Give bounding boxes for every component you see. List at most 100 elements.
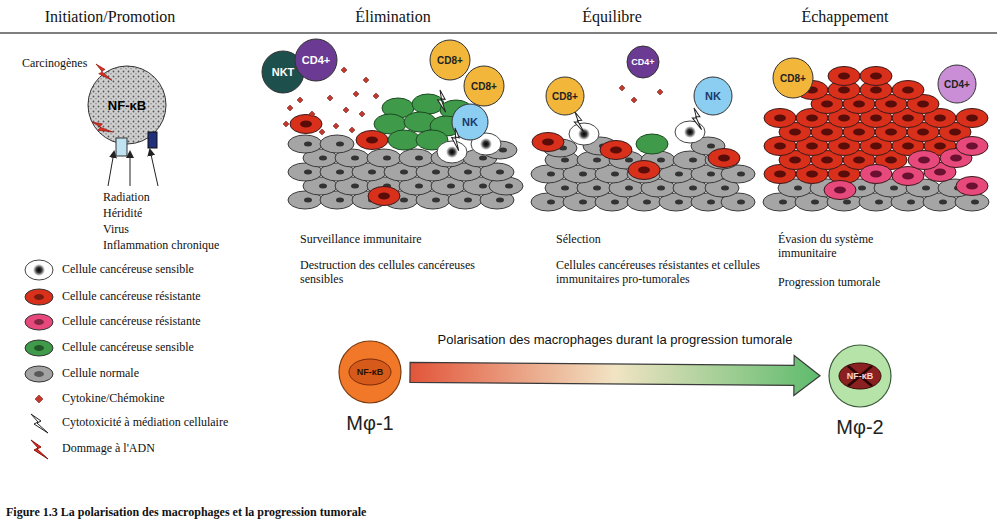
risk-factor: Radiation	[103, 190, 150, 204]
phase-description: Destruction des cellules cancéreuses sen…	[300, 258, 475, 287]
elimination-tissue	[319, 129, 325, 135]
legend-swatch	[22, 388, 56, 410]
equilibrium-tissue	[532, 133, 564, 152]
elimination-tissue	[412, 94, 444, 114]
equilibrium-tissue	[631, 97, 637, 103]
elimination-tissue	[363, 77, 369, 83]
cell-outline	[452, 104, 488, 140]
dna-damage-sample	[31, 440, 48, 459]
legend-text: Cellule normale	[62, 366, 139, 381]
exposure-arrows	[150, 150, 158, 186]
escape-tissue	[764, 109, 796, 128]
legend-text: Cytotoxicité à médiation cellulaire	[62, 415, 228, 430]
cell-outline	[694, 77, 732, 115]
dna-damage-bolt	[92, 62, 113, 139]
exposure-arrows	[108, 150, 158, 186]
cell-label: NK	[693, 76, 733, 116]
elimination-tissue	[333, 123, 339, 129]
legend-text: Cytokine/Chémokine	[62, 391, 165, 406]
cell-nucleus	[34, 319, 44, 325]
legend-text: Cellule cancéreuse résistante	[62, 289, 201, 304]
cytokine-sample	[35, 395, 43, 403]
nk-cell: NK	[693, 76, 733, 116]
dna-damage-bolt	[92, 116, 113, 139]
membrane-receptor	[116, 138, 127, 156]
elimination-tissue	[437, 141, 467, 163]
factor-label: Carcinogènes	[22, 56, 87, 70]
equilibrium-tissue	[675, 121, 705, 143]
legend-swatch	[22, 259, 56, 281]
elimination-tissue	[343, 107, 349, 113]
legend-swatch	[22, 311, 56, 333]
elimination-tissue	[368, 187, 400, 206]
cell-label: CD4+	[294, 38, 338, 82]
phase-description: Progression tumorale	[778, 275, 880, 289]
macrophage-name: Mφ-1	[346, 412, 393, 435]
cell-outline	[464, 66, 504, 106]
cytotoxicity-bolt	[447, 128, 467, 151]
legend-swatch	[25, 314, 53, 330]
edge-label: Polarisation des macrophages durant la p…	[438, 332, 793, 348]
legend-swatch	[22, 337, 56, 359]
macrophage-m1: NF-κBMφ-1	[338, 340, 402, 404]
cd8-cell: CD8+	[429, 39, 471, 81]
cell-outline	[295, 39, 337, 81]
legend-swatch	[25, 289, 53, 305]
elimination-tissue	[309, 111, 315, 117]
escape-tissue	[860, 67, 892, 86]
phase-description: Sélection	[556, 232, 601, 246]
elimination-tissue	[367, 149, 401, 167]
equilibrium-tissue	[657, 89, 663, 95]
equilibrium-tissue	[619, 85, 625, 91]
figure-caption: Figure 1.3 La polarisation des macrophag…	[6, 505, 366, 519]
cd4-cell: CD4+	[937, 64, 977, 104]
cell-label: CD8+	[772, 57, 814, 99]
exposure-arrows	[130, 152, 131, 186]
cell-nucleus	[34, 371, 44, 377]
phase-heading: Équilibre	[582, 7, 642, 26]
macrophage-m2: NF-κBMφ-2	[828, 344, 892, 408]
cell-outline	[627, 46, 659, 78]
phase-description: Évasion du système immunitaire	[778, 232, 928, 261]
membrane-receptor	[148, 132, 157, 148]
elimination-tissue	[349, 127, 355, 133]
equilibrium-tissue	[600, 141, 632, 160]
polarization-arrow	[410, 352, 820, 395]
cell-label: CD4+	[626, 45, 660, 79]
escape-tissue	[828, 67, 860, 86]
equilibrium-tissue	[708, 149, 740, 168]
legend-swatch	[22, 438, 56, 460]
cd4-cell: CD4+	[294, 38, 338, 82]
phase-description: Surveillance immunitaire	[300, 232, 422, 246]
elimination-tissue	[297, 97, 303, 103]
elimination-tissue	[327, 95, 333, 101]
legend-swatch	[25, 340, 53, 356]
cytotoxicity-bolt	[689, 108, 706, 130]
cell-outline	[339, 341, 401, 403]
legend-text: Dommage à l'ADN	[62, 441, 155, 456]
cell-outline	[773, 58, 813, 98]
escape-tissue	[892, 81, 924, 100]
sensitive-cell-sample	[25, 260, 53, 280]
elimination-tissue	[359, 111, 365, 117]
exposure-arrows	[108, 152, 114, 186]
cell-label: CD8+	[545, 76, 585, 116]
cell-outline	[546, 77, 584, 115]
polarization-arrow	[410, 352, 820, 395]
macrophage-name: Mφ-2	[836, 416, 883, 439]
escape-tissue	[824, 181, 856, 200]
membrane-receptor	[116, 132, 157, 156]
risk-factor: Héridité	[103, 206, 142, 220]
elimination-tissue	[399, 149, 433, 167]
cell-outline	[829, 345, 891, 407]
escape-tissue	[956, 137, 988, 156]
cytotoxicity-bolt	[434, 90, 453, 112]
equilibrium-tissue	[569, 123, 599, 145]
cell-label: NF-κB	[828, 344, 892, 408]
elimination-tissue	[287, 105, 293, 111]
legend-swatch	[25, 366, 53, 382]
cytotoxicity-bolt	[434, 90, 707, 151]
cd8-cell: CD8+	[463, 65, 505, 107]
cytotoxicity-sample	[31, 414, 48, 433]
